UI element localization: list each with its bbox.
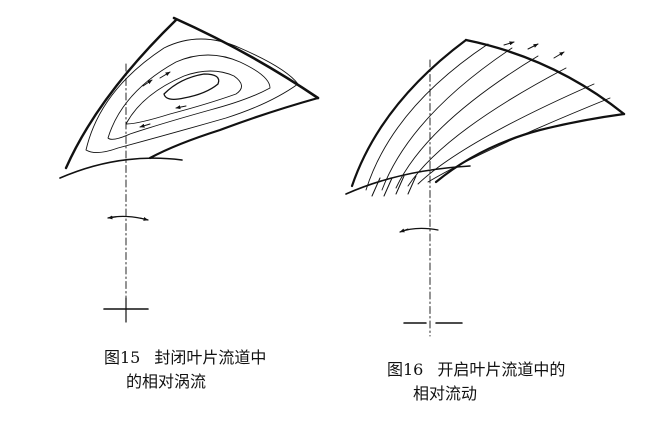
fig15-arrow-2 bbox=[159, 71, 171, 79]
fig15-vortex-middle bbox=[107, 54, 271, 140]
fig15-vortex-core bbox=[163, 73, 220, 100]
fig15-caption: 图15 封闭叶片流道中 的相对涡流 bbox=[104, 346, 266, 394]
fig15-arrow-1 bbox=[142, 79, 153, 87]
fig15-vortex-outer bbox=[85, 38, 299, 153]
fig15-vortex-inner bbox=[125, 70, 242, 125]
fig15-blade-left bbox=[64, 18, 178, 170]
fig16-streamline-4 bbox=[407, 67, 567, 187]
fig16-caption-line2: 相对流动 bbox=[413, 384, 478, 403]
fig16-streamline-2 bbox=[381, 47, 513, 191]
fig15-hub-arc bbox=[59, 157, 183, 179]
fig16-caption: 图16 开启叶片流道中的 相对流动 bbox=[387, 358, 565, 406]
fig15-caption-line2: 的相对涡流 bbox=[126, 372, 207, 391]
fig16-inlet-hatch bbox=[371, 175, 417, 197]
fig16-blade-right bbox=[434, 112, 626, 184]
fig15-rotation-arrow-right bbox=[139, 216, 149, 221]
fig16-exit-arrow-1 bbox=[503, 41, 515, 46]
fig16-blade-left bbox=[350, 38, 468, 188]
fig15-arrow-4 bbox=[139, 123, 151, 128]
fig16-streamline-6 bbox=[427, 97, 611, 183]
fig16-exit-arrow-2 bbox=[527, 43, 539, 50]
fig16-streamline-3 bbox=[395, 55, 539, 189]
fig16-caption-line1: 开启叶片流道中的 bbox=[437, 360, 566, 379]
fig16-rotation-arrow bbox=[399, 228, 409, 233]
fig15-caption-line1: 封闭叶片流道中 bbox=[154, 348, 267, 367]
fig16-number: 图16 bbox=[387, 360, 424, 379]
fig15-rotation-arrow-left bbox=[107, 215, 117, 220]
fig15-diagram bbox=[59, 16, 320, 323]
fig15-blade-right bbox=[148, 96, 320, 160]
fig15-outer-arc bbox=[172, 16, 320, 100]
fig16-exit-arrow-3 bbox=[553, 51, 565, 59]
fig16-streamline-5 bbox=[417, 83, 595, 185]
fig15-arrow-3 bbox=[175, 105, 187, 110]
fig16-streamline-1 bbox=[365, 43, 489, 191]
fig16-diagram bbox=[345, 38, 626, 337]
fig16-outer-arc bbox=[464, 38, 626, 116]
fig15-number: 图15 bbox=[104, 348, 141, 367]
